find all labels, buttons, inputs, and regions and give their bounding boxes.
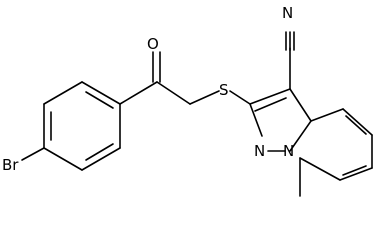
pyrazole-ring (249, 88, 312, 152)
pyridine-ring (299, 108, 373, 181)
nitrile-nitrogen-label: N (282, 4, 293, 22)
pyrazole-nitrogen-label-2: N (283, 142, 294, 160)
bond-ring-a4-a5 (43, 147, 83, 171)
pyrazole-nitrogen-label-1: N (254, 142, 265, 160)
chemical-structure-diagram: Br O S N N N (2, 4, 373, 197)
bond-carbon-bromine (21, 147, 45, 161)
bond-sulfur-pyrazole (229, 90, 251, 105)
bond-ring-carbonyl (119, 81, 158, 105)
bond-pyridine-2 (342, 108, 373, 136)
oxygen-atom-label: O (147, 35, 159, 53)
bromophenyl-ring (43, 81, 121, 171)
bond-carbonyl-methylene (156, 81, 191, 105)
bond-ring-a1-a2 (81, 81, 121, 105)
bromine-atom-label: Br (2, 156, 19, 174)
bond-pyrazole-c2-c3 (249, 88, 291, 105)
bond-pyridine-4 (339, 167, 373, 181)
bond-pyridine-1 (310, 108, 344, 122)
bond-ring-double-inner-2 (85, 143, 114, 161)
bond-pyridine-double-2 (342, 165, 367, 176)
bond-pyrazole-double-inner (254, 97, 287, 112)
bond-pyrazole-n-c2 (249, 103, 263, 137)
bond-ring-a6-a1 (43, 81, 83, 105)
bond-ring-a3-a4 (81, 147, 121, 171)
sulfur-atom-label: S (219, 81, 229, 99)
bond-methylene-sulfur (189, 90, 220, 105)
bond-pyrazole-c3a-n (289, 120, 312, 152)
bond-ring-double-inner-1 (85, 91, 114, 109)
bond-pyridine-5 (299, 157, 341, 181)
bond-pyrazole-c3-c3a (289, 88, 312, 122)
bond-pyridine-double-1 (345, 115, 367, 135)
